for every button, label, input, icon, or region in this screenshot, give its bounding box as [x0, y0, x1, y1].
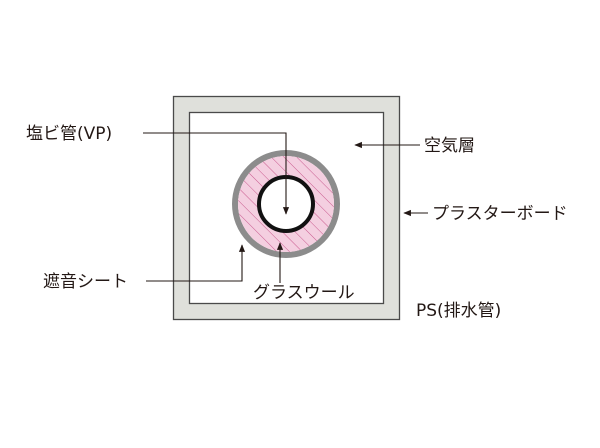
glass-wool-label: グラスウール [253, 283, 355, 303]
sound-sheet-leader-line [146, 244, 246, 282]
pipe-leader-line [143, 132, 290, 215]
air-layer-label: 空気層 [424, 136, 475, 156]
plasterboard-label: プラスターボード [432, 204, 568, 224]
sound-insulation-sheet-label: 遮音シート [43, 272, 128, 292]
ps-drain-pipe-label: PS(排水管) [416, 301, 501, 321]
pipe-label: 塩ビ管(VP) [26, 124, 112, 144]
